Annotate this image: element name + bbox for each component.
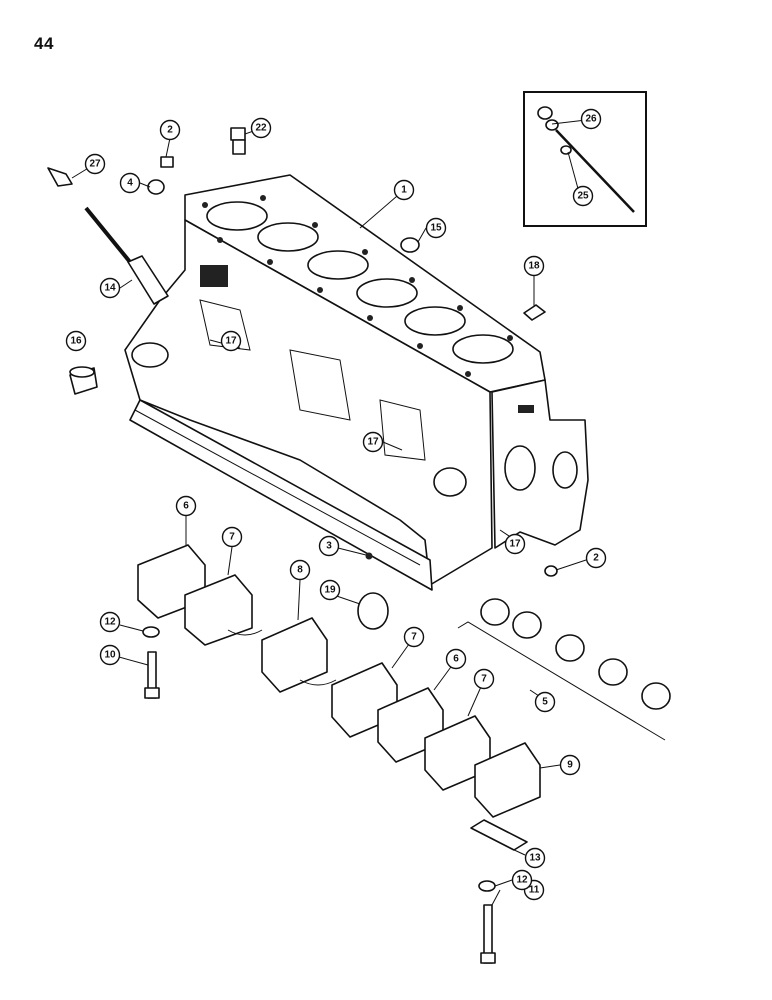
callout-6a: 6 <box>175 495 197 517</box>
callout-2a-label: 2 <box>167 125 173 136</box>
callout-17c-label: 17 <box>509 539 521 550</box>
callout-7b-label: 7 <box>411 632 417 643</box>
callout-11-label: 11 <box>529 885 540 896</box>
callout-27: 27 <box>84 153 106 175</box>
callout-22: 22 <box>250 117 272 139</box>
callout-18-label: 18 <box>528 261 540 272</box>
callout-17b: 17 <box>362 431 384 453</box>
callout-3: 3 <box>318 535 340 557</box>
callout-14: 14 <box>99 277 121 299</box>
callout-25: 25 <box>572 185 594 207</box>
callout-4: 4 <box>119 172 141 194</box>
callout-16: 16 <box>65 330 87 352</box>
callout-2b-label: 2 <box>593 553 599 564</box>
callout-19: 19 <box>319 579 341 601</box>
callout-5: 5 <box>534 691 556 713</box>
callout-15-label: 15 <box>430 223 442 234</box>
callout-16-label: 16 <box>70 336 82 347</box>
callout-13-label: 13 <box>529 853 541 864</box>
callout-8-label: 8 <box>297 565 303 576</box>
engine-block <box>124 174 589 591</box>
callout-15: 15 <box>425 217 447 239</box>
callout-10: 10 <box>99 644 121 666</box>
callout-12b: 12 <box>511 869 533 891</box>
callout-10-label: 10 <box>104 650 116 661</box>
callout-9-label: 9 <box>567 760 573 771</box>
callout-17b-label: 17 <box>367 437 379 448</box>
callout-12a-label: 12 <box>104 617 116 628</box>
callout-14-label: 14 <box>104 283 116 294</box>
callout-17a: 17 <box>220 330 242 352</box>
callout-8: 8 <box>289 559 311 581</box>
callout-7a: 7 <box>221 526 243 548</box>
callout-19-label: 19 <box>324 585 336 596</box>
callout-26: 26 <box>580 108 602 130</box>
loose-parts <box>47 127 671 964</box>
callout-18: 18 <box>523 255 545 277</box>
callout-6a-label: 6 <box>183 501 189 512</box>
page-number: 44 <box>34 34 54 53</box>
callout-2b: 2 <box>585 547 607 569</box>
callout-17c: 17 <box>504 533 526 555</box>
callout-7c: 7 <box>473 668 495 690</box>
dipstick-inset <box>523 91 647 227</box>
callout-7a-label: 7 <box>229 532 235 543</box>
callout-9: 9 <box>559 754 581 776</box>
callout-13: 13 <box>524 847 546 869</box>
callout-1-label: 1 <box>401 185 407 196</box>
callout-22-label: 22 <box>255 123 267 134</box>
callout-5-label: 5 <box>542 697 548 708</box>
callout-1: 1 <box>393 179 415 201</box>
callout-7c-label: 7 <box>481 674 487 685</box>
callout-6b-label: 6 <box>453 654 459 665</box>
callout-2a: 2 <box>159 119 181 141</box>
callout-27-label: 27 <box>89 159 101 170</box>
callout-12b-label: 12 <box>516 875 528 886</box>
callout-26-label: 26 <box>585 114 597 125</box>
callout-17a-label: 17 <box>225 336 237 347</box>
callout-7b: 7 <box>403 626 425 648</box>
callout-25-label: 25 <box>577 191 589 202</box>
callout-4-label: 4 <box>127 178 133 189</box>
callout-12a: 12 <box>99 611 121 633</box>
callout-3-label: 3 <box>326 541 332 552</box>
callout-6b: 6 <box>445 648 467 670</box>
